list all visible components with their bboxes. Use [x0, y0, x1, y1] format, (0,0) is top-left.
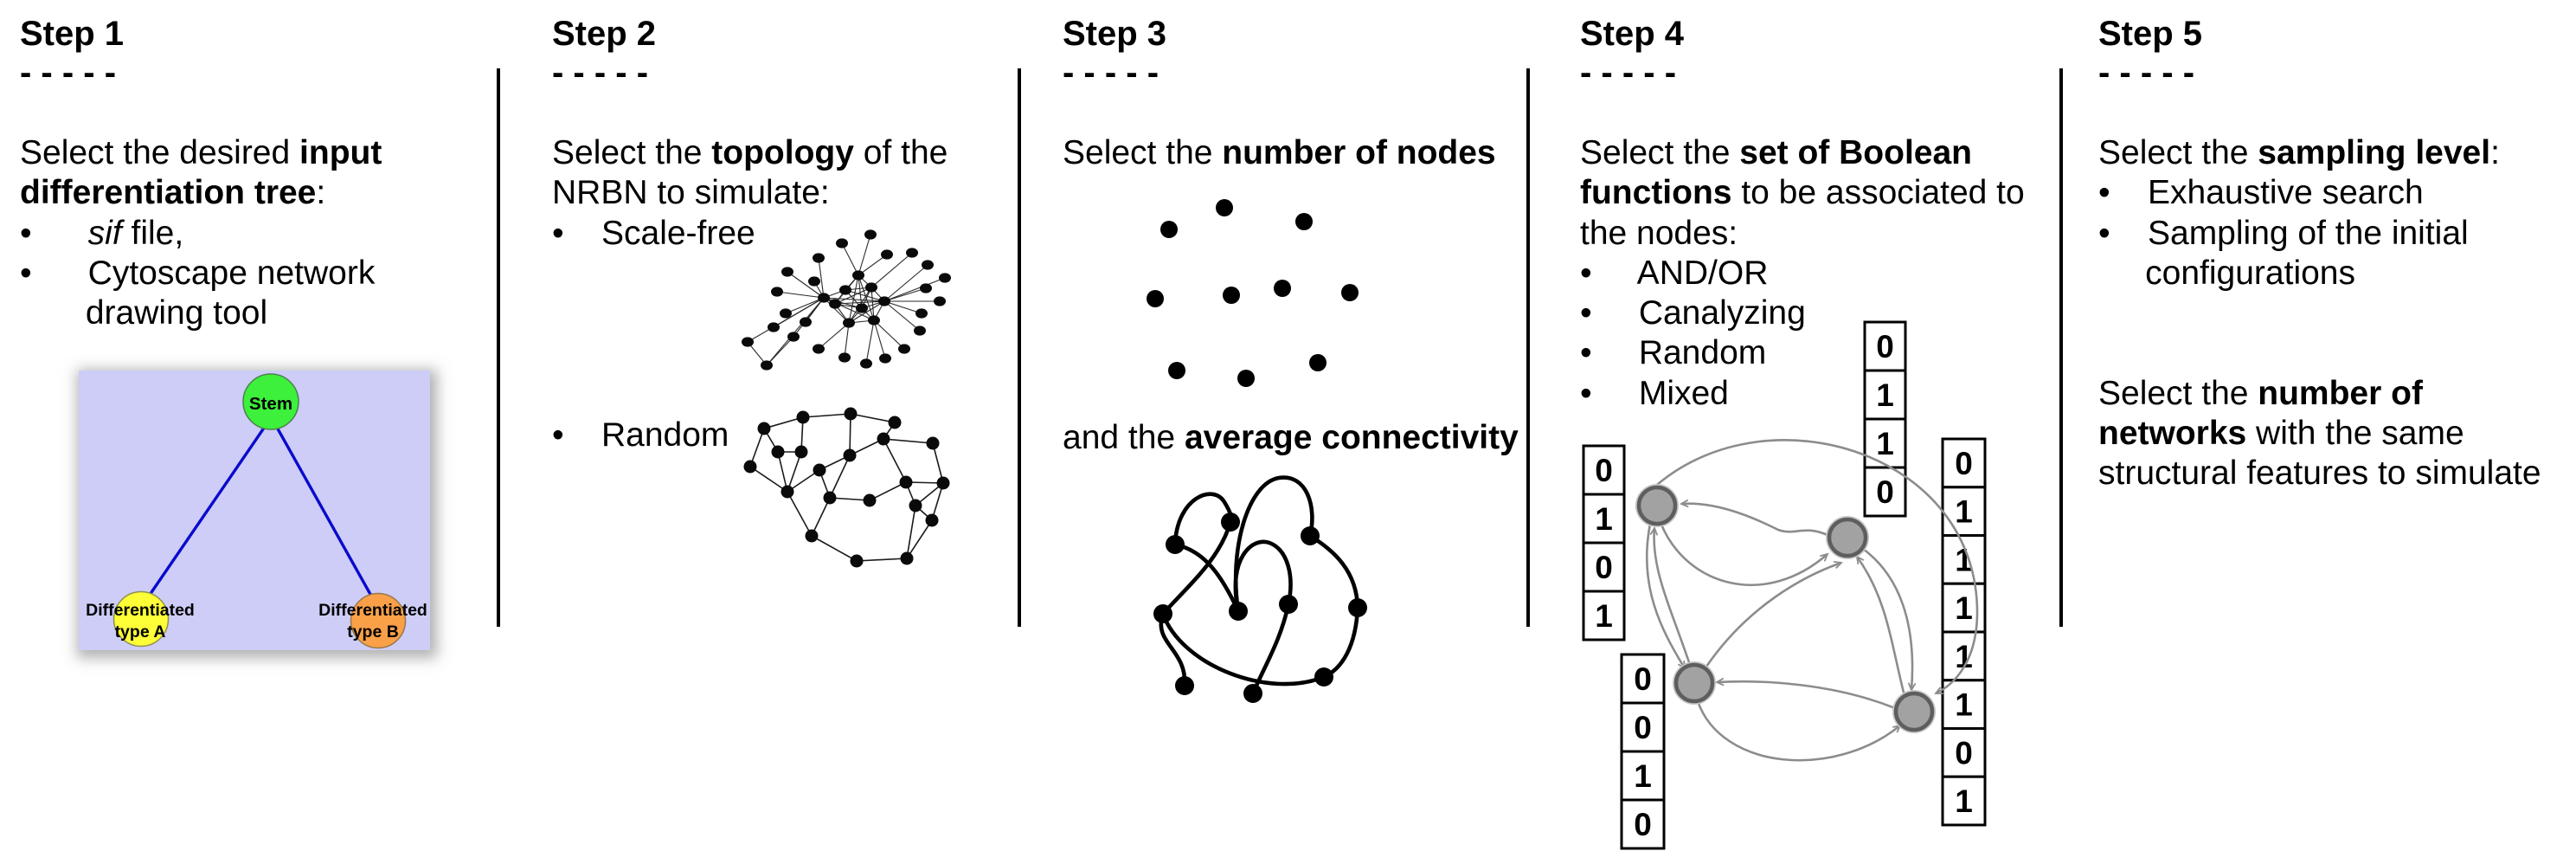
svg-text:type A: type A: [115, 622, 166, 641]
svg-text:1: 1: [1595, 598, 1613, 634]
svg-text:Differentiated: Differentiated: [318, 601, 427, 620]
svg-text:1: 1: [1876, 377, 1894, 413]
svg-text:0: 0: [1876, 329, 1894, 364]
svg-text:1: 1: [1955, 687, 1973, 723]
svg-text:0: 0: [1634, 710, 1652, 745]
svg-text:0: 0: [1876, 474, 1894, 510]
svg-text:0: 0: [1595, 550, 1613, 585]
svg-text:0: 0: [1955, 735, 1973, 770]
svg-text:1: 1: [1955, 639, 1973, 674]
svg-text:Stem: Stem: [249, 394, 292, 414]
svg-text:0: 0: [1955, 446, 1973, 481]
svg-text:1: 1: [1876, 426, 1894, 461]
svg-text:0: 0: [1634, 807, 1652, 842]
svg-text:0: 0: [1634, 661, 1652, 697]
svg-text:Differentiated: Differentiated: [86, 601, 195, 620]
svg-text:1: 1: [1595, 501, 1613, 537]
svg-text:0: 0: [1595, 453, 1613, 488]
svg-text:1: 1: [1955, 494, 1973, 530]
svg-text:1: 1: [1955, 590, 1973, 626]
svg-text:1: 1: [1955, 542, 1973, 577]
svg-text:1: 1: [1955, 783, 1973, 819]
svg-text:type B: type B: [347, 622, 399, 641]
svg-text:1: 1: [1634, 758, 1652, 794]
